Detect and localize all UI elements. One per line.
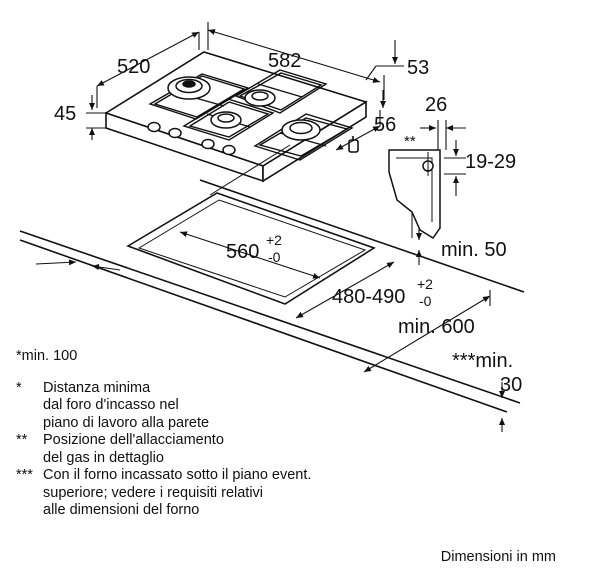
footnote-marker: * [16, 379, 22, 396]
note-min-front: *min. 100 [16, 348, 78, 364]
footnote-line: piano di lavoro alla parete [43, 414, 210, 431]
dim-gas-height: 56 [374, 114, 396, 136]
footnote-line: Distanza minima [43, 379, 151, 396]
dim-hob-height: 45 [54, 103, 76, 125]
knob-2 [168, 127, 182, 139]
knob-4 [222, 144, 236, 156]
dim-min-worktop-value: 30 [500, 374, 522, 396]
footnote-line: alle dimensioni del forno [43, 502, 200, 518]
dim-cutout-depth-tol-plus: +2 [417, 276, 433, 292]
dim-bracket-width: 26 [425, 94, 447, 116]
dim-min-worktop-label: ***min. [452, 350, 513, 372]
footnote-marker: *** [16, 467, 33, 483]
knob-3 [201, 138, 215, 150]
footnotes: *min. 100 * Distanza minima dal foro d'i… [16, 348, 396, 520]
dim-min-back: min. 50 [441, 239, 507, 261]
dim-cutout-depth-tol-minus: -0 [419, 293, 432, 309]
bracket-marker: ** [404, 133, 416, 150]
footnote-marker: ** [16, 432, 28, 448]
dimension-lines [35, 22, 505, 432]
dim-cutout-width-tol-minus: -0 [268, 249, 281, 265]
bracket-body [388, 149, 441, 240]
gas-connection-detail [388, 149, 441, 240]
dim-hob-width: 582 [268, 50, 301, 72]
knob-1 [147, 121, 161, 133]
footnote-3: *** Con il forno incassato sotto il pian… [16, 467, 396, 520]
dim-bracket-range: 19-29 [465, 151, 516, 173]
units-label: Dimensioni in mm [440, 549, 556, 565]
dim-cutout-depth: 480-490 [332, 286, 405, 308]
footnote-line: dal foro d'incasso nel [43, 397, 179, 413]
footnote-line: superiore; vedere i requisiti relativi [43, 484, 264, 501]
control-knobs [147, 121, 236, 156]
footnote-2: ** Posizione dell'allacciamento del gas … [16, 432, 396, 467]
dim-cutout-width: 560 [226, 241, 259, 263]
dim-cutout-width-tol-plus: +2 [266, 232, 282, 248]
footnote-line: del gas in dettaglio [43, 449, 164, 466]
footnote-line: Posizione dell'allacciamento [43, 432, 224, 448]
footnote-line: Con il forno incassato sotto il piano ev… [43, 467, 312, 483]
dimension-labels: 520 582 53 45 56 26 ** 19-29 560 +2 -0 4… [54, 50, 522, 396]
dim-min-side: min. 600 [398, 316, 475, 338]
footnote-1: * Distanza minima dal foro d'incasso nel… [16, 380, 396, 433]
hob-right-face [262, 100, 367, 183]
dim-hob-depth: 520 [117, 56, 150, 78]
dim-right-offset: 53 [407, 57, 429, 79]
